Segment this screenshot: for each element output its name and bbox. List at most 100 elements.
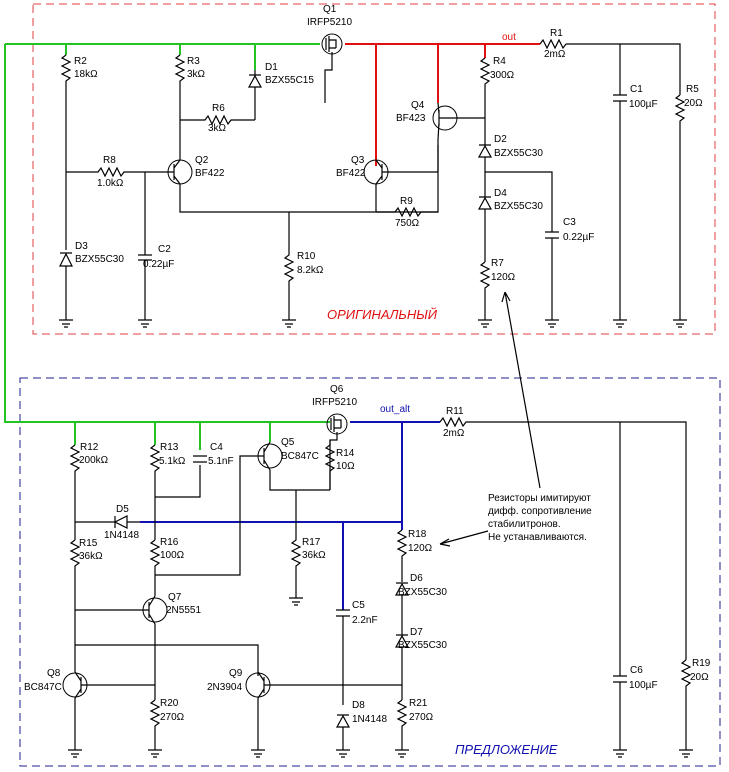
d2-value: BZX55C30 xyxy=(494,148,543,159)
c5-ref: C5 xyxy=(352,600,365,611)
c4-capacitor xyxy=(193,455,207,463)
r4-resistor xyxy=(479,57,491,145)
grounds-original xyxy=(59,319,687,328)
d6-ref: D6 xyxy=(410,573,423,584)
note-line-2: дифф. сопротивление xyxy=(488,505,592,517)
d5-ref: D5 xyxy=(116,504,129,515)
d7-ref: D7 xyxy=(410,627,423,638)
r6-value: 3kΩ xyxy=(208,123,227,134)
r14-value: 10Ω xyxy=(336,461,355,472)
q2-value: BF422 xyxy=(195,168,225,179)
note-line-4: Не устанавливаются. xyxy=(488,532,587,543)
r13-value: 5.1kΩ xyxy=(159,456,186,467)
d5-diode xyxy=(75,515,140,529)
q3-transistor xyxy=(363,159,438,212)
q1-ref: Q1 xyxy=(323,4,337,15)
q7-ref: Q7 xyxy=(168,592,182,603)
r1-value: 2mΩ xyxy=(544,49,566,60)
d8-diode xyxy=(335,714,351,750)
r9-ref: R9 xyxy=(400,196,413,207)
q8-transistor xyxy=(62,671,155,750)
c3-ref: C3 xyxy=(563,217,576,228)
c6-value: 100µF xyxy=(629,680,658,691)
d6-d7-zeners xyxy=(394,582,410,700)
r8-ref: R8 xyxy=(103,155,116,166)
q5-ref: Q5 xyxy=(281,437,295,448)
d2-d4-zeners xyxy=(477,144,493,262)
r20-resistor xyxy=(149,699,161,750)
q1-mosfet xyxy=(321,33,343,103)
d8-ref: D8 xyxy=(352,700,365,711)
r21-resistor xyxy=(396,699,408,750)
output-bus xyxy=(345,43,540,166)
d3-zener xyxy=(59,252,73,320)
original-frame xyxy=(32,3,716,335)
r12-value: 200kΩ xyxy=(79,455,109,466)
r8-resistor xyxy=(66,166,168,178)
r10-ref: R10 xyxy=(297,251,316,262)
r12-resistor xyxy=(69,444,81,540)
r15-resistor xyxy=(69,539,81,672)
r7-value: 120Ω xyxy=(491,272,516,283)
r3-value: 3kΩ xyxy=(187,69,206,80)
note-line-1: Резисторы имитируют xyxy=(488,493,591,504)
r15-ref: R15 xyxy=(79,538,98,549)
d4-ref: D4 xyxy=(494,188,507,199)
proposal-frame xyxy=(19,377,721,767)
q3-value: BF422 xyxy=(336,168,366,179)
c1-ref: C1 xyxy=(630,84,643,95)
q3-ref: Q3 xyxy=(351,155,365,166)
d3-ref: D3 xyxy=(75,241,88,252)
q4-ref: Q4 xyxy=(411,100,425,111)
q6-value: IRFP5210 xyxy=(312,397,357,408)
c4-value: 5.1nF xyxy=(208,456,234,467)
q6-ref: Q6 xyxy=(330,384,344,395)
r15-value: 36kΩ xyxy=(79,551,103,562)
c5-value: 2.2nF xyxy=(352,615,378,626)
c1-value: 100µF xyxy=(629,99,658,110)
r4-ref: R4 xyxy=(493,56,506,67)
r9-value: 750Ω xyxy=(395,218,420,229)
r20-value: 270Ω xyxy=(160,712,185,723)
r6-resistor xyxy=(180,114,255,126)
r19-ref: R19 xyxy=(692,658,711,669)
r14-ref: R14 xyxy=(336,448,355,459)
c6-capacitor xyxy=(613,675,627,750)
r2-ref: R2 xyxy=(74,56,87,67)
r17-resistor xyxy=(290,490,302,598)
d5-value: 1N4148 xyxy=(104,530,139,541)
r14-resistor xyxy=(324,440,336,490)
q1-value: IRFP5210 xyxy=(307,17,352,28)
r18-value: 120Ω xyxy=(408,543,433,554)
r3-ref: R3 xyxy=(187,56,200,67)
c3-value: 0.22µF xyxy=(563,232,594,243)
d7-value: BZX55C30 xyxy=(398,640,447,651)
d1-ref: D1 xyxy=(265,62,278,73)
r13-ref: R13 xyxy=(160,442,179,453)
r11-resistor xyxy=(439,416,687,676)
q8-ref: Q8 xyxy=(47,668,61,679)
r18-resistor xyxy=(396,529,408,582)
r9-resistor xyxy=(376,145,439,218)
d1-zener xyxy=(247,70,263,120)
r7-resistor xyxy=(479,261,491,320)
r20-ref: R20 xyxy=(160,698,179,709)
q9-value: 2N3904 xyxy=(207,682,242,693)
c1-capacitor xyxy=(613,94,627,320)
c2-value: 0.22µF xyxy=(143,259,174,270)
net-out: out xyxy=(502,32,516,43)
r2-value: 18kΩ xyxy=(74,69,98,80)
r3-resistor xyxy=(174,54,186,160)
d4-value: BZX55C30 xyxy=(494,201,543,212)
r8-value: 1.0kΩ xyxy=(97,178,124,189)
r5-ref: R5 xyxy=(686,84,699,95)
r11-ref: R11 xyxy=(446,406,464,417)
r21-value: 270Ω xyxy=(409,712,434,723)
c2-capacitor xyxy=(138,172,152,320)
r2-resistor xyxy=(60,54,72,250)
r16-ref: R16 xyxy=(160,537,179,548)
original-title: ОРИГИНАЛЬНЫЙ xyxy=(327,306,438,322)
q5-value: BC847C xyxy=(281,451,319,462)
q2-ref: Q2 xyxy=(195,155,209,166)
